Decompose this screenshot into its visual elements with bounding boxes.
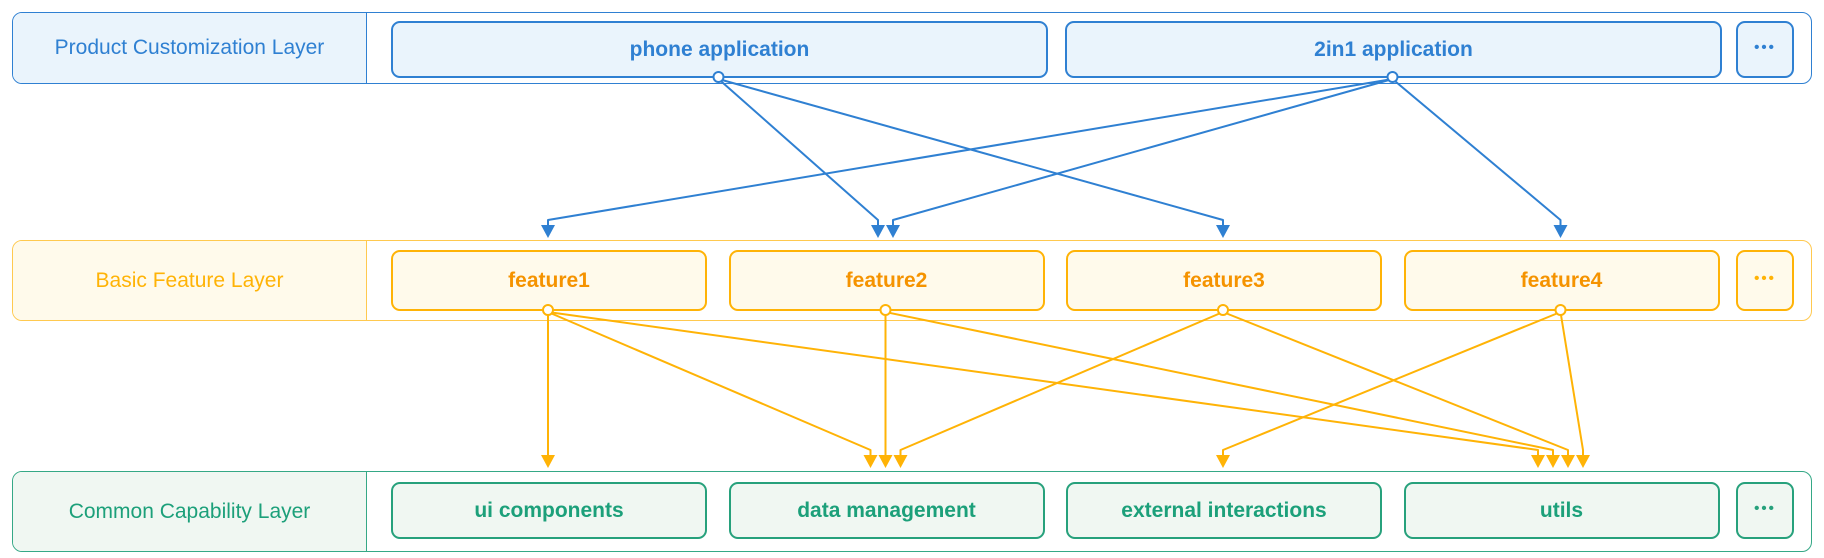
- arrowhead-icon: [541, 225, 555, 238]
- edge-feature1-to-utils: [547, 311, 1539, 458]
- arrowhead-icon: [1546, 455, 1560, 468]
- layer-label: Basic Feature Layer: [95, 268, 284, 292]
- more-nodes-box-basic-feature-layer: •••: [1736, 250, 1794, 311]
- node-label-phone-application: phone application: [629, 37, 810, 61]
- node-label-external-interactions: external interactions: [1121, 498, 1327, 522]
- layer-label-cell: Common Capability Layer: [13, 472, 367, 551]
- layer-common-capability: Common Capability Layer ui components dat…: [12, 471, 1812, 552]
- more-nodes-box-product-customization-layer: •••: [1736, 21, 1794, 78]
- arrowhead-icon: [1216, 225, 1230, 238]
- node-label-utils: utils: [1539, 498, 1584, 522]
- edge-phone-application-to-feature2: [717, 78, 879, 228]
- node-utils: utils: [1403, 482, 1720, 539]
- edge-2in1-application-to-feature2: [892, 78, 1393, 228]
- arrowhead-icon: [1216, 455, 1230, 468]
- edge-feature2-to-utils: [885, 311, 1554, 458]
- layer-product-customization: Product Customization Layer phone applic…: [12, 12, 1812, 84]
- node-feature4: feature4: [1403, 250, 1720, 311]
- edge-feature3-to-data-management: [899, 311, 1224, 458]
- node-feature2: feature2: [728, 250, 1045, 311]
- node-data-management: data management: [728, 482, 1045, 539]
- layer-label-cell: Product Customization Layer: [13, 13, 367, 83]
- node-ui-components: ui components: [391, 482, 707, 539]
- edge-feature4-to-external-interactions: [1222, 311, 1561, 458]
- layer-label: Product Customization Layer: [54, 36, 325, 59]
- edge-2in1-application-to-feature4: [1391, 78, 1562, 228]
- arrowhead-icon: [1553, 225, 1568, 238]
- arrowhead-icon: [871, 225, 885, 238]
- arrowhead-icon: [863, 455, 878, 468]
- node-feature1: feature1: [391, 250, 707, 311]
- edge-2in1-application-to-feature1: [547, 78, 1393, 228]
- arrowhead-icon: [1531, 455, 1545, 468]
- node-label-data-management: data management: [797, 498, 976, 522]
- more-nodes-box-common-capability-layer: •••: [1736, 482, 1794, 539]
- arrowhead-icon: [878, 455, 893, 468]
- node-label-2in1-application: 2in1 application: [1314, 37, 1473, 61]
- layer-label: Common Capability Layer: [68, 499, 311, 523]
- edge-phone-application-to-feature3: [718, 78, 1224, 228]
- ellipsis-icon: •••: [1754, 270, 1776, 287]
- layer-basic-feature: Basic Feature Layer feature1 feature2 feat…: [12, 240, 1812, 321]
- arrowhead-icon: [1576, 455, 1590, 468]
- arrowhead-icon: [1561, 455, 1575, 468]
- node-label-ui-components: ui components: [474, 498, 624, 522]
- node-feature3: feature3: [1066, 250, 1382, 311]
- arrowhead-icon: [893, 455, 908, 468]
- arrowhead-icon: [886, 225, 900, 238]
- ellipsis-icon: •••: [1754, 39, 1776, 56]
- node-label-feature3: feature3: [1183, 268, 1265, 292]
- node-label-feature2: feature2: [845, 268, 928, 292]
- node-label-feature1: feature1: [508, 268, 590, 292]
- node-external-interactions: external interactions: [1066, 482, 1382, 539]
- node-2in1-application: 2in1 application: [1065, 21, 1722, 78]
- node-phone-application: phone application: [391, 21, 1048, 78]
- edge-feature4-to-utils: [1559, 311, 1584, 458]
- layer-label-cell: Basic Feature Layer: [13, 241, 367, 320]
- node-label-feature4: feature4: [1520, 268, 1603, 292]
- arrowhead-icon: [541, 455, 555, 468]
- ellipsis-icon: •••: [1754, 500, 1776, 517]
- edge-feature1-to-data-management: [547, 311, 872, 458]
- edge-feature3-to-utils: [1222, 311, 1569, 458]
